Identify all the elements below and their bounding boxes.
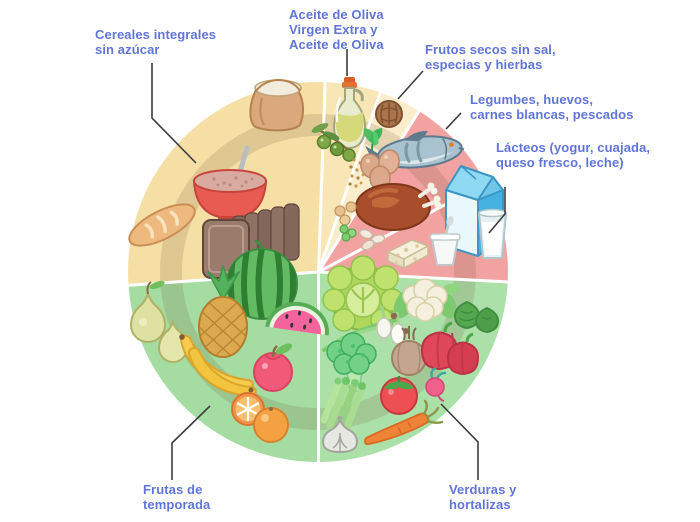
white-beans-icon xyxy=(359,228,386,251)
spring-onion-icon xyxy=(376,305,409,350)
oranges-icon xyxy=(231,392,289,443)
pineapple-icon xyxy=(198,265,248,358)
olive-oil-bottle-icon xyxy=(333,77,366,149)
verduras-connector-line xyxy=(440,403,479,480)
celery-icon xyxy=(320,377,366,434)
tomato-icon xyxy=(380,376,418,415)
roast-chicken-icon xyxy=(355,182,442,231)
yogurt-cup-icon xyxy=(429,216,461,266)
baguette-icon xyxy=(128,203,196,247)
onion-icon xyxy=(391,326,427,376)
pears-icon xyxy=(129,280,189,363)
label-lacteos: Lácteos (yogur, cuajada,queso fresco, le… xyxy=(496,140,651,170)
lacteos-connector-line xyxy=(488,187,506,234)
bell-peppers-icon xyxy=(421,321,479,375)
milk-glass-icon xyxy=(478,208,507,259)
frutas-connector-line xyxy=(171,405,211,480)
walnut-icon xyxy=(375,100,403,128)
olives-icon xyxy=(311,123,356,162)
broccoli-icon xyxy=(326,332,377,392)
watermelon-slice-icon xyxy=(265,301,329,336)
flour-sack-icon xyxy=(249,78,305,132)
cereales-connector-line xyxy=(151,63,197,164)
artichokes-icon xyxy=(454,301,499,333)
cheese-icon xyxy=(387,239,429,269)
radish-icon xyxy=(425,366,447,402)
bananas-icon xyxy=(179,334,257,397)
carrot-icon xyxy=(364,399,444,446)
garlic-icon xyxy=(322,416,358,453)
peas-icon xyxy=(339,224,357,242)
label-legumbres: Legumbes, huevos,carnes blancas, pescado… xyxy=(470,92,634,122)
legumbres-connector-line xyxy=(445,112,462,130)
cereal-bowl-icon xyxy=(192,145,268,221)
apple-icon xyxy=(253,343,293,392)
frutos-secos-connector-line xyxy=(397,70,424,100)
label-frutos-secos: Frutos secos sin sal,especias y hierbas xyxy=(425,42,556,72)
cauliflower-icon xyxy=(393,278,461,322)
